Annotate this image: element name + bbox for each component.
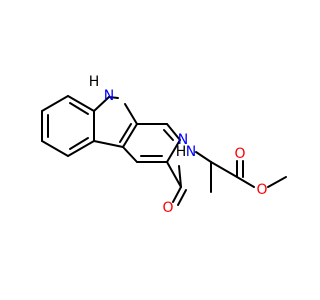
pyridine-ring (122, 123, 181, 163)
amide-h-label: H (176, 144, 187, 160)
bond (166, 139, 181, 163)
ester-carbonyl-oxygen-label: O (234, 146, 245, 162)
bond (93, 140, 124, 148)
bond (41, 140, 69, 157)
molecule-structure-diagram: H N N O N H O O (41, 74, 287, 216)
bond (41, 95, 69, 112)
double-bond-inner (163, 129, 174, 141)
bond (210, 161, 238, 178)
atom-labels: H N N O N H O O (89, 74, 268, 216)
pyrrole-ring (93, 96, 138, 148)
bond (166, 161, 182, 188)
ester-ether-oxygen-label: O (256, 182, 267, 198)
bond (93, 96, 110, 112)
bond (178, 165, 182, 188)
bond (236, 176, 255, 188)
alanine-ester-group (210, 160, 287, 193)
amide-oxygen-label: O (162, 200, 173, 216)
bond (166, 123, 181, 141)
double-bond-inner (69, 102, 89, 115)
bond (67, 140, 95, 157)
bond (122, 146, 138, 163)
carbonyl-bond (172, 186, 182, 203)
indole-h-label: H (89, 74, 100, 90)
bond (108, 96, 119, 99)
amide-group (166, 151, 212, 206)
pyridine-nitrogen-label: N (178, 132, 188, 148)
bond (124, 103, 138, 125)
double-bond-inner (119, 123, 132, 143)
benzene-ring (41, 95, 95, 157)
amide-nitrogen-label: N (186, 144, 196, 160)
double-bond-inner (69, 137, 89, 150)
bond (267, 176, 287, 188)
bond (67, 95, 95, 112)
carbonyl-bond (177, 189, 187, 206)
bond (195, 151, 212, 163)
bond (122, 123, 138, 148)
indole-nitrogen-label: N (104, 88, 114, 104)
